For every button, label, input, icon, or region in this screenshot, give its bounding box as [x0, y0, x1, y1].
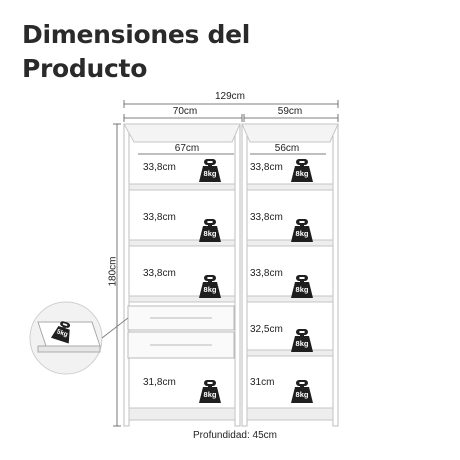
right-inner-width-label: 56cm — [274, 143, 300, 154]
weight-icon: 8kg — [289, 157, 315, 183]
top-shelves — [123, 123, 339, 143]
left-compartment-height: 31,8cm — [143, 377, 176, 388]
right-shelves — [246, 183, 334, 421]
title-line-1: Dimensiones del — [22, 20, 251, 49]
height-label: 180cm — [107, 256, 119, 287]
weight-icon: 8kg — [197, 273, 223, 299]
right-compartment-height: 33,8cm — [250, 162, 283, 173]
right-compartment-height: 33,8cm — [250, 212, 283, 223]
left-inner-width-label: 67cm — [174, 143, 200, 154]
weight-label: 8kg — [295, 285, 309, 294]
weight-label: 8kg — [295, 390, 309, 399]
page-title: Dimensiones del Producto — [22, 18, 282, 86]
weight-label: 8kg — [203, 285, 217, 294]
weight-label: 8kg — [295, 169, 309, 178]
weight-icon: 8kg — [197, 157, 223, 183]
weight-icon: 8kg — [289, 378, 315, 404]
right-compartment-height: 31cm — [250, 377, 275, 388]
left-width-label: 70cm — [172, 106, 198, 117]
right-compartment-height: 33,8cm — [250, 268, 283, 279]
weight-icon: 8kg — [197, 378, 223, 404]
right-compartment-height: 32,5cm — [250, 324, 283, 335]
weight-label: 8kg — [203, 169, 217, 178]
weight-icon: 8kg — [197, 217, 223, 243]
weight-label: 8kg — [295, 229, 309, 238]
drawers — [127, 305, 235, 359]
total-width-label: 129cm — [214, 91, 245, 102]
left-shelves — [128, 183, 236, 421]
dimension-lines — [113, 100, 339, 427]
weight-label: 8kg — [295, 339, 309, 348]
drawer-inset — [29, 301, 129, 375]
depth-label: Profundidad: 45cm — [193, 430, 277, 441]
right-width-label: 59cm — [277, 106, 303, 117]
weight-icon: 8kg — [289, 327, 315, 353]
left-compartment-height: 33,8cm — [143, 162, 176, 173]
left-compartment-height: 33,8cm — [143, 212, 176, 223]
weight-icon: 8kg — [289, 217, 315, 243]
weight-label: 8kg — [203, 229, 217, 238]
left-compartment-height: 33,8cm — [143, 268, 176, 279]
title-line-2: Producto — [22, 54, 148, 83]
weight-icon: 8kg — [289, 273, 315, 299]
weight-label: 8kg — [203, 390, 217, 399]
